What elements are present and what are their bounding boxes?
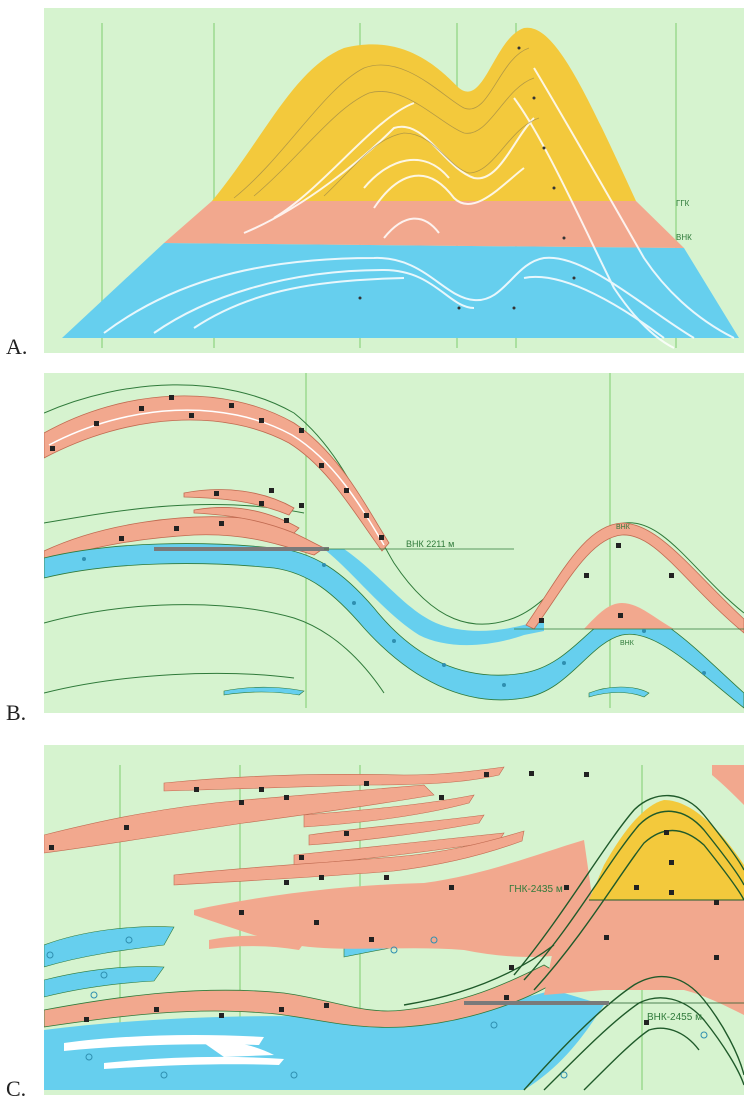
panel-a-oil-zone [164, 201, 684, 248]
panel-a-gas-zone [212, 27, 636, 201]
panel-a: ГГК ВНК [44, 8, 744, 353]
panel-c-label: C. [6, 1076, 27, 1101]
panel-c-oil-tongue [209, 935, 304, 950]
panel-a-well-markers [358, 46, 576, 310]
panel-b-upper-oil-bed [44, 395, 390, 552]
panel-c-water-oil-contact-label: ВНК-2455 м [647, 1012, 702, 1023]
panel-c-water-lens-2 [44, 966, 165, 998]
panel-b-background [44, 373, 744, 713]
panel-b-contact-label-3: ВНК [620, 640, 635, 647]
panel-b-upper-water-band [324, 549, 544, 646]
panel-b-contact-label-1: ВНК 2211 м [406, 539, 454, 549]
panel-c-water-lens-1 [44, 926, 175, 968]
panel-a-gas-contact-label: ГГК [676, 199, 690, 208]
panel-c-oil-wedge [194, 840, 599, 957]
panel-a-section: ГГК ВНК [44, 8, 744, 353]
panel-b-section: ВНК 2211 м ВНК ВНК [44, 373, 744, 713]
panel-c-well-markers [49, 771, 719, 1025]
panel-b-oil-lens-1 [183, 489, 295, 516]
panel-c-oil-fingers [44, 766, 525, 886]
panel-b-oil-lens-2 [193, 507, 300, 534]
panel-b-lower-lens-2 [588, 686, 650, 698]
panel-b-oil-flank [584, 603, 674, 629]
panel-b-well-markers [50, 395, 674, 623]
panel-c-edge-gas-bed [712, 765, 744, 805]
panel-c-dome-gas [589, 800, 744, 900]
panel-a-bedding [103, 67, 735, 349]
panel-a-bedding-dark [233, 47, 540, 199]
panel-b-upper-oil-parting [48, 409, 385, 546]
panel-c-water-markers [46, 936, 708, 1079]
panel-b-lower-lens-1 [223, 686, 305, 696]
panel-b-water-markers [82, 557, 706, 687]
panel-b-oil-crest [525, 522, 744, 634]
panel-b-water-bed [44, 543, 744, 709]
panel-c-water-streaks [64, 1035, 284, 1069]
panel-c-gas-oil-contact-label: ГНК-2435 м [509, 884, 563, 895]
panel-c-anticline-lines [403, 794, 744, 1091]
panel-a-water-contact-label: ВНК [676, 233, 692, 242]
panel-a-water-zone [62, 243, 739, 338]
panel-b-label: B. [6, 700, 27, 725]
panel-c-section: ГНК-2435 м ВНК-2455 м [44, 745, 744, 1095]
panel-a-label: A. [6, 334, 28, 359]
panel-c-dome-oil [544, 895, 744, 1015]
panel-b: ВНК 2211 м ВНК ВНК [44, 373, 744, 713]
panel-c: ГНК-2435 м ВНК-2455 м [44, 745, 744, 1095]
panel-b-middle-oil-bed [44, 516, 325, 564]
panel-b-contact-label-2: ВНК [616, 524, 631, 531]
